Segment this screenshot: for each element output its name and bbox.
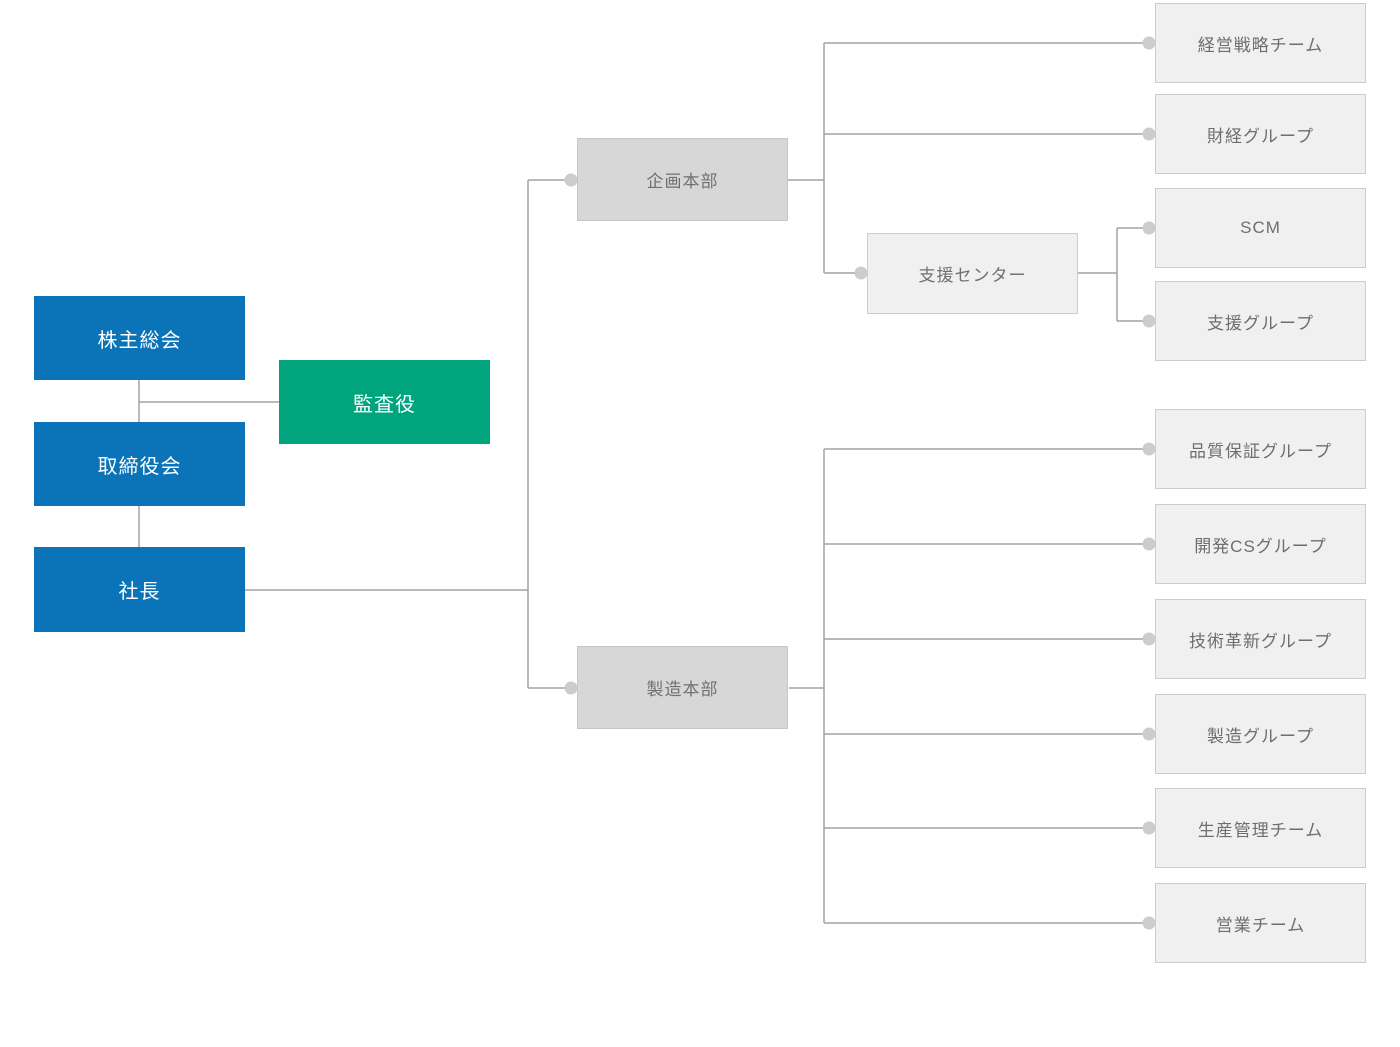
node-sales-team: 営業チーム	[1155, 883, 1366, 963]
connection-dot	[1142, 442, 1156, 456]
connection-dot	[1142, 314, 1156, 328]
node-shareholders-meeting: 株主総会	[34, 296, 245, 380]
node-board-of-directors: 取締役会	[34, 422, 245, 506]
connection-dot	[1142, 727, 1156, 741]
connection-dot	[1142, 221, 1156, 235]
connection-dot	[564, 173, 578, 187]
node-support-group: 支援グループ	[1155, 281, 1366, 361]
node-manufacturing-hq: 製造本部	[577, 646, 788, 729]
connection-dot	[1142, 36, 1156, 50]
node-strategy-team: 経営戦略チーム	[1155, 3, 1366, 83]
connection-dot	[1142, 537, 1156, 551]
node-production-mgmt-team: 生産管理チーム	[1155, 788, 1366, 868]
node-president: 社長	[34, 547, 245, 632]
connection-dot	[1142, 821, 1156, 835]
edge-manufacturing-branch	[789, 448, 1144, 924]
node-manufacturing-group: 製造グループ	[1155, 694, 1366, 774]
node-dev-cs-group: 開発CSグループ	[1155, 504, 1366, 584]
node-support-center: 支援センター	[867, 233, 1078, 314]
connection-dot	[1142, 916, 1156, 930]
node-scm: SCM	[1155, 188, 1366, 268]
connection-dot	[854, 266, 868, 280]
node-auditor: 監査役	[279, 360, 490, 444]
node-finance-group: 財経グループ	[1155, 94, 1366, 174]
connection-dot	[564, 681, 578, 695]
connection-dot	[1142, 127, 1156, 141]
edge-support-branch	[1078, 227, 1144, 322]
node-planning-hq: 企画本部	[577, 138, 788, 221]
node-tech-innovation-group: 技術革新グループ	[1155, 599, 1366, 679]
connection-dot	[1142, 632, 1156, 646]
node-qa-group: 品質保証グループ	[1155, 409, 1366, 489]
